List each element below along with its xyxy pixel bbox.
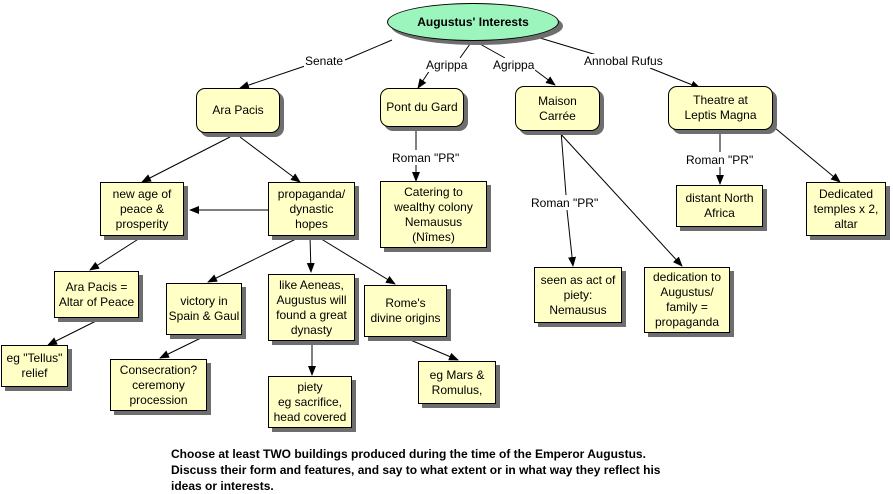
instructions-line-2: Discuss their form and features, and say… bbox=[171, 463, 661, 477]
edge-root-agrippa2 bbox=[479, 43, 506, 59]
edge-romes-mars bbox=[407, 338, 459, 361]
assignment-instructions: Choose at least TWO buildings produced d… bbox=[171, 446, 731, 494]
node-dedicated-temples[interactable]: Dedicated temples x 2, altar bbox=[806, 182, 886, 236]
node-catering[interactable]: Catering to wealthy colony Nemausus (Nîm… bbox=[380, 181, 487, 248]
root-node-augustus-interests[interactable]: Augustus' Interests bbox=[387, 3, 559, 41]
edge-label-roman-pr-3: Roman "PR" bbox=[685, 153, 755, 167]
node-dedication-propaganda[interactable]: dedication to Augustus/ family = propaga… bbox=[644, 267, 730, 333]
node-altar-of-peace[interactable]: Ara Pacis = Altar of Peace bbox=[54, 271, 139, 318]
node-theatre-leptis-magna[interactable]: Theatre at Leptis Magna bbox=[668, 86, 773, 130]
node-tellus-relief[interactable]: eg "Tellus" relief bbox=[1, 345, 68, 387]
node-piety-nemausus[interactable]: seen as act of piety: Nemausus bbox=[534, 267, 622, 323]
edge-annobal-theatre bbox=[649, 67, 701, 89]
edge-newage-altar bbox=[89, 237, 141, 271]
edge-root-agrippa1 bbox=[459, 43, 471, 59]
edge-ara-propaganda bbox=[239, 136, 301, 183]
instructions-line-3: ideas or interests. bbox=[171, 479, 274, 493]
node-pont-du-gard[interactable]: Pont du Gard bbox=[380, 88, 464, 127]
edge-altar-tellus bbox=[47, 319, 99, 346]
edge-agrippa1-pont bbox=[417, 69, 431, 89]
edge-pr2-piety bbox=[566, 209, 577, 267]
node-romes-divine-origins[interactable]: Rome's divine origins bbox=[364, 285, 447, 337]
edge-theatre-dedicated bbox=[774, 127, 841, 183]
edge-agrippa2-maison bbox=[534, 69, 556, 86]
instructions-line-1: Choose at least TWO buildings produced d… bbox=[171, 447, 646, 461]
edge-root-senate bbox=[344, 39, 393, 61]
node-new-age[interactable]: new age of peace & prosperity bbox=[100, 182, 184, 236]
edge-victory-consecration bbox=[159, 335, 206, 359]
edge-maison-dedication bbox=[557, 130, 683, 267]
edge-label-agrippa-1: Agrippa bbox=[425, 58, 469, 72]
edge-root-annobal bbox=[539, 37, 601, 57]
edge-senate-ara-pacis bbox=[239, 65, 306, 89]
edge-prop-romes bbox=[317, 236, 396, 285]
node-maison-carree[interactable]: Maison Carrée bbox=[515, 86, 600, 131]
node-distant-north-africa[interactable]: distant North Africa bbox=[676, 185, 763, 227]
edge-label-senate: Senate bbox=[304, 54, 345, 68]
node-ara-pacis[interactable]: Ara Pacis bbox=[196, 88, 280, 133]
edge-prop-aeneas bbox=[306, 236, 315, 273]
edge-ara-newage bbox=[141, 136, 231, 183]
edge-prop-victory bbox=[207, 236, 301, 283]
node-piety-sacrifice[interactable]: piety eg sacrifice, head covered bbox=[268, 376, 352, 428]
edge-maison-pr2 bbox=[560, 130, 567, 196]
edge-label-roman-pr-1: Roman "PR" bbox=[391, 151, 461, 165]
node-aeneas-dynasty[interactable]: like Aeneas, Augustus will found a great… bbox=[268, 274, 355, 341]
node-victory-spain-gaul[interactable]: victory in Spain & Gaul bbox=[166, 283, 242, 335]
edge-label-annobal-rufus: Annobal Rufus bbox=[583, 54, 664, 68]
node-mars-romulus[interactable]: eg Mars & Romulus, bbox=[418, 361, 496, 404]
node-consecration[interactable]: Consecration? ceremony procession bbox=[110, 359, 207, 411]
edge-label-roman-pr-2: Roman "PR" bbox=[530, 196, 600, 210]
edge-label-agrippa-2: Agrippa bbox=[492, 58, 536, 72]
node-propaganda[interactable]: propaganda/ dynastic hopes bbox=[268, 182, 355, 236]
